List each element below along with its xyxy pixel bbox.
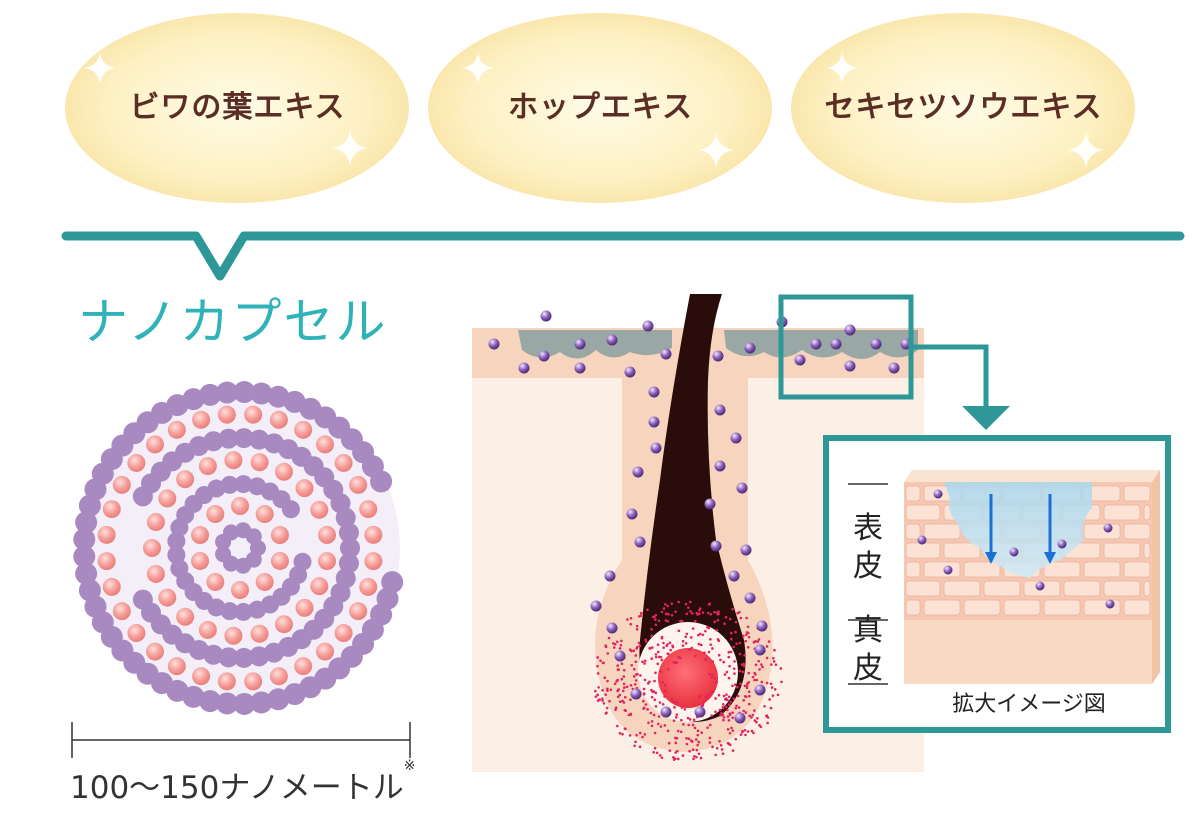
layer-label-dermis: 真皮 — [848, 612, 888, 692]
penetration-arrow-icon — [1044, 552, 1056, 564]
extract-label-hop: ホップエキス — [507, 90, 694, 125]
layer-label-epidermis: 表皮 — [848, 510, 888, 590]
extract-label-sekisetsuso: セキセツソウエキス — [824, 90, 1103, 125]
scale-value: 100〜150ナノメートル — [70, 770, 404, 806]
bracket-line — [61, 231, 1185, 281]
nanocapsule-title: ナノカプセル — [78, 293, 388, 351]
sparkle-icon — [84, 52, 1104, 168]
note-mark: ※ — [403, 758, 416, 774]
dermis-text: 真皮 — [853, 613, 883, 686]
nanocapsule-diagram — [73, 381, 404, 715]
extract-oval-1 — [65, 13, 409, 203]
surface-dirt-layer — [518, 330, 672, 359]
penetration-arrow-icon — [985, 552, 997, 564]
scale-bar — [71, 722, 411, 758]
extract-oval-3 — [791, 13, 1135, 203]
enlarged-image-caption: 拡大イメージ図 — [952, 692, 1106, 717]
scale-label: 100〜150ナノメートル※ — [70, 758, 416, 807]
arrow-down-icon — [962, 406, 1010, 430]
extract-label-biwa: ビワの葉エキス — [129, 90, 346, 125]
epidermis-text: 表皮 — [853, 511, 883, 584]
enlarged-skin-block — [904, 470, 1160, 684]
extract-oval-2 — [428, 13, 772, 203]
layer-ticks — [848, 483, 888, 685]
